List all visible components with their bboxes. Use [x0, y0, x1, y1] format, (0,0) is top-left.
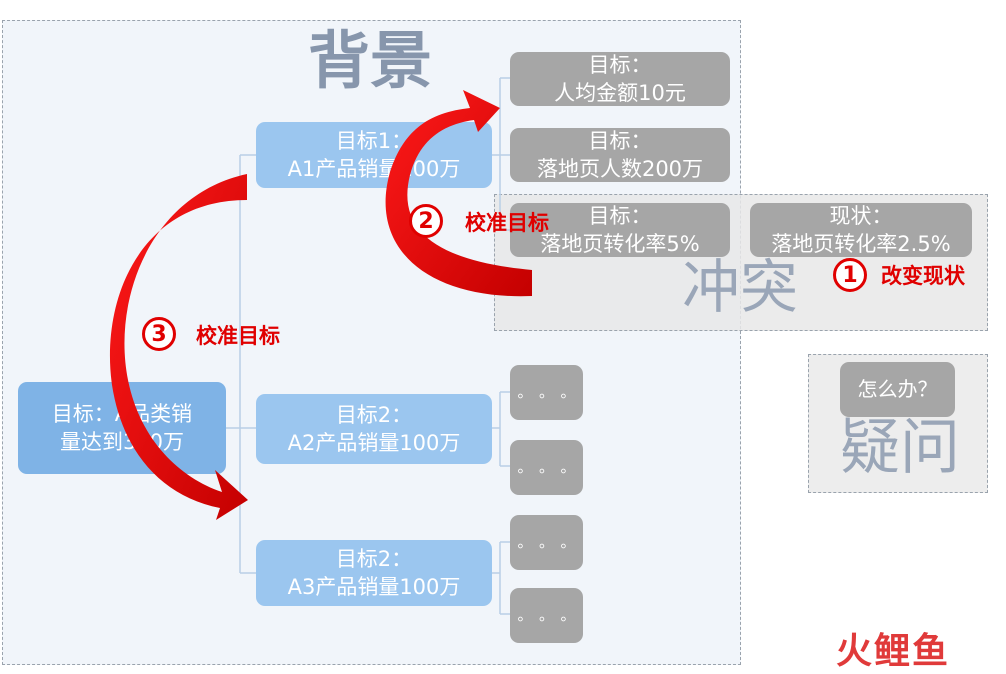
annotation-3-number: 3 [142, 317, 176, 351]
annotation-1-text: 改变现状 [881, 264, 965, 288]
annotation-2-text: 校准目标 [465, 211, 549, 235]
placeholder-box-2: 。。。 [510, 440, 583, 495]
goal1-box: 目标1： A1产品销量100万 [256, 122, 492, 188]
subgoal-conversion-line1: 目标： [588, 203, 652, 228]
placeholder-box-4: 。。。 [510, 588, 583, 643]
subgoal-visitors-line2: 落地页人数200万 [536, 157, 704, 181]
goal2-box: 目标2： A2产品销量100万 [256, 394, 492, 464]
status-line2: 落地页转化率2.5% [771, 232, 951, 256]
question-label: 疑问 [840, 413, 960, 483]
conflict-label: 冲突 [682, 253, 799, 321]
arrow-calibrate-left [109, 174, 249, 520]
root-goal-line2: 量达到300万 [59, 430, 185, 454]
subgoal-visitors-box: 目标： 落地页人数200万 [510, 128, 730, 182]
arrow-calibrate-top [385, 90, 532, 297]
placeholder-box-1: 。。。 [510, 365, 583, 420]
annotation-1-number: 1 [833, 258, 867, 292]
goal1-line1: 目标1： [335, 128, 413, 153]
status-box: 现状： 落地页转化率2.5% [750, 203, 972, 257]
annotation-2-number: 2 [409, 204, 443, 238]
subgoal-per-capita-line1: 目标： [588, 52, 652, 77]
goal3-box: 目标2： A3产品销量100万 [256, 540, 492, 606]
placeholder-dots: 。。。 [517, 383, 590, 402]
what-to-do-box: 怎么办？ [840, 362, 955, 417]
goal2-line2: A2产品销量100万 [287, 431, 461, 455]
goal3-line2: A3产品销量100万 [287, 575, 461, 599]
watermark-logo: 火鲤鱼 [836, 631, 951, 672]
subgoal-conversion-box: 目标： 落地页转化率5% [510, 203, 730, 257]
subgoal-visitors-line1: 目标： [588, 128, 652, 153]
placeholder-dots: 。。。 [517, 606, 590, 625]
goal2-line1: 目标2： [335, 402, 413, 427]
subgoal-conversion-line2: 落地页转化率5% [540, 232, 700, 256]
goal3-line1: 目标2： [335, 546, 413, 571]
subgoal-per-capita-line2: 人均金额10元 [554, 81, 686, 105]
placeholder-dots: 。。。 [517, 458, 590, 477]
status-line1: 现状： [829, 203, 893, 228]
subgoal-per-capita-box: 目标： 人均金额10元 [510, 52, 730, 106]
placeholder-dots: 。。。 [517, 533, 590, 552]
what-to-do-text: 怎么办？ [857, 377, 938, 401]
background-label: 背景 [308, 24, 433, 97]
annotation-3-text: 校准目标 [196, 324, 280, 348]
placeholder-box-3: 。。。 [510, 515, 583, 570]
goal1-line2: A1产品销量100万 [287, 157, 461, 181]
